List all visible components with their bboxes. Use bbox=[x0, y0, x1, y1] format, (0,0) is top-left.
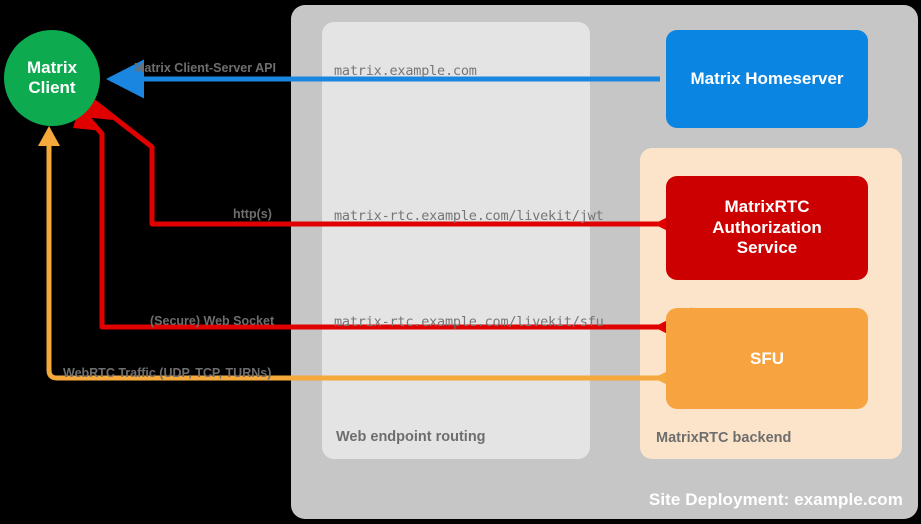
authorization-line-1: MatrixRTC bbox=[724, 196, 810, 216]
label-webrtc-traffic: WebRTC Traffic (UDP, TCP, TURNs) bbox=[63, 366, 272, 380]
label-secure-websocket: (Secure) Web Socket bbox=[150, 314, 275, 328]
sfu-label: SFU bbox=[750, 348, 784, 368]
endpoint-matrix: matrix.example.com bbox=[334, 63, 477, 79]
web-endpoint-routing-label: Web endpoint routing bbox=[336, 429, 486, 445]
label-https: http(s) bbox=[233, 207, 272, 221]
matrix-homeserver-label: Matrix Homeserver bbox=[690, 69, 844, 88]
web-endpoint-routing-container: Web endpoint routing bbox=[322, 22, 590, 459]
node-matrix-homeserver[interactable]: Matrix Homeserver bbox=[666, 30, 868, 128]
site-deployment-label: Site Deployment: example.com bbox=[648, 490, 903, 509]
endpoint-livekit-sfu: matrix-rtc.example.com/livekit/sfu bbox=[334, 314, 604, 330]
node-matrixrtc-authorization-service[interactable]: MatrixRTC Authorization Service bbox=[666, 176, 868, 280]
endpoint-livekit-jwt: matrix-rtc.example.com/livekit/jwt bbox=[334, 208, 604, 224]
matrix-client-line-2: Client bbox=[28, 78, 76, 97]
matrix-client-line-1: Matrix bbox=[26, 57, 78, 77]
authorization-line-2: Authorization bbox=[712, 217, 822, 237]
authorization-line-3: Service bbox=[736, 238, 798, 258]
connector-https-jwt bbox=[83, 97, 692, 244]
node-sfu[interactable]: SFU bbox=[666, 308, 868, 409]
node-matrix-client[interactable]: Matrix Client bbox=[4, 30, 100, 126]
connector-webrtc-traffic bbox=[38, 126, 692, 398]
label-matrix-client-server-api: Matrix Client-Server API bbox=[134, 61, 276, 75]
matrixrtc-backend-label: MatrixRTC backend bbox=[656, 430, 792, 446]
